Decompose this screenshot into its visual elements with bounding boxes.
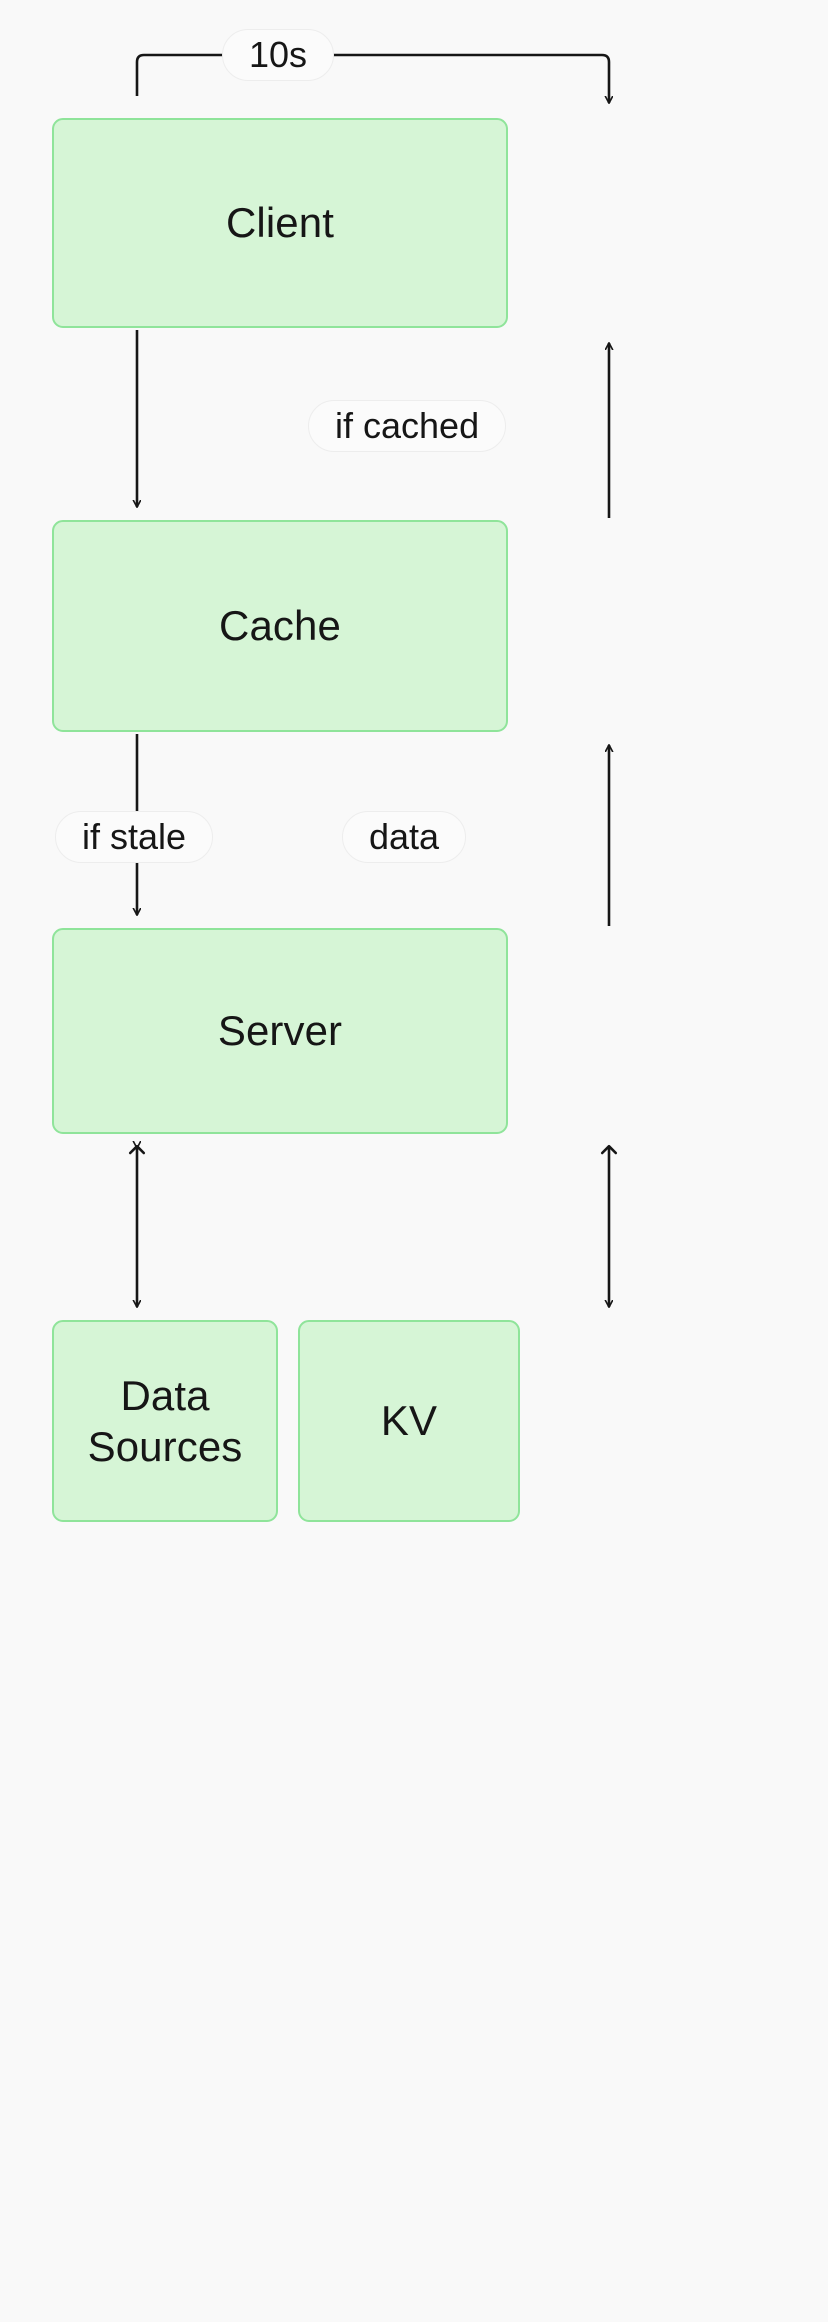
node-client[interactable]: Client <box>52 118 508 328</box>
edge-label-refresh-interval: 10s <box>222 29 335 81</box>
node-client-label: Client <box>226 199 334 247</box>
edge-label-data-text: data <box>369 816 440 857</box>
node-cache-label: Cache <box>219 602 341 650</box>
edge-label-if-stale: if stale <box>55 811 214 863</box>
node-server[interactable]: Server <box>52 928 508 1134</box>
edge-label-if-cached-text: if cached <box>335 405 480 446</box>
edge-label-data: data <box>342 811 467 863</box>
edge-label-refresh-interval-text: 10s <box>249 34 308 75</box>
edge-label-if-stale-text: if stale <box>82 816 187 857</box>
edge-server-data-sources-arrowhead-up <box>128 1144 146 1155</box>
edge-server-kv-arrowhead-up <box>600 1144 618 1155</box>
node-kv-label: KV <box>380 1397 438 1445</box>
node-kv[interactable]: KV <box>298 1320 520 1522</box>
node-data-sources-label: Data Sources <box>87 1371 243 1470</box>
edge-label-if-cached: if cached <box>308 400 507 452</box>
node-cache[interactable]: Cache <box>52 520 508 732</box>
edge-client-self-refresh-path <box>135 53 609 103</box>
node-server-label: Server <box>217 1007 343 1055</box>
node-data-sources[interactable]: Data Sources <box>52 1320 278 1522</box>
